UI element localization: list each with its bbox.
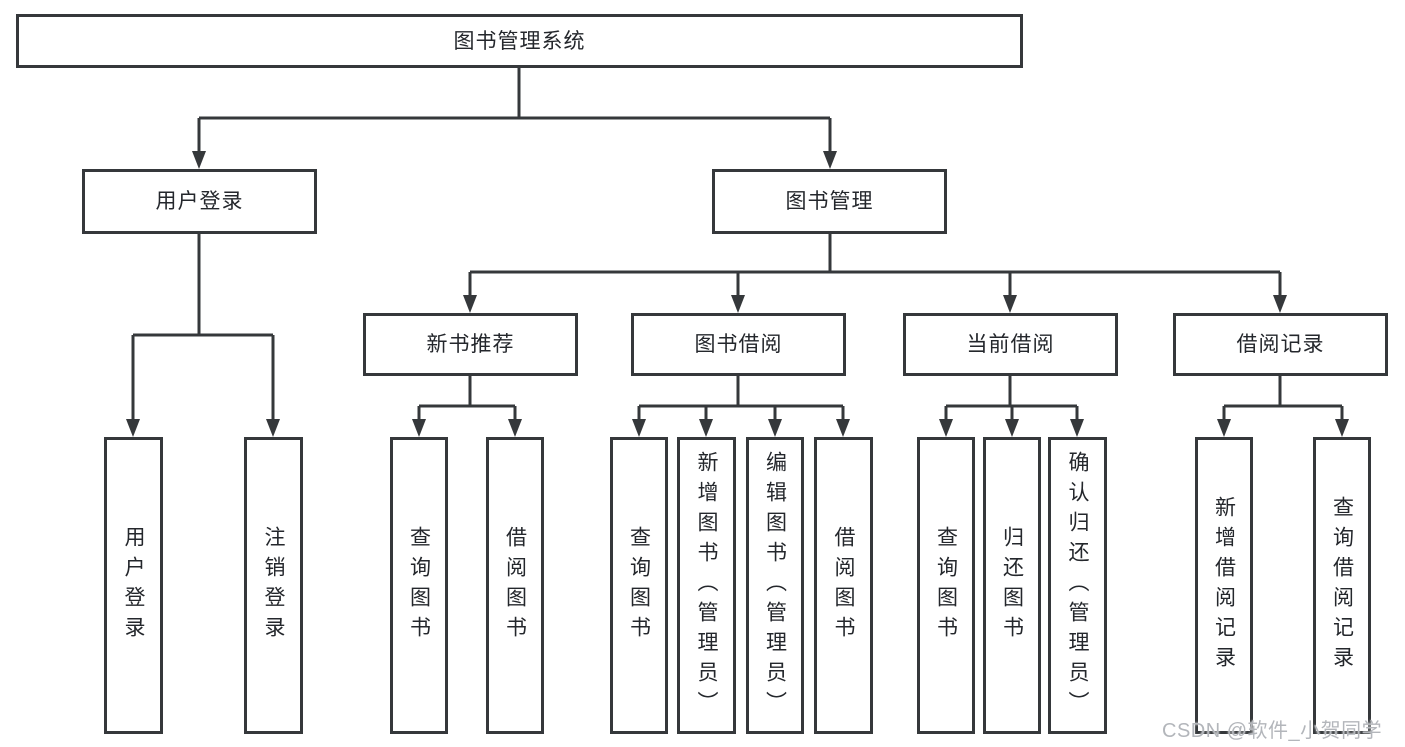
leaf-edit-book-admin: 编辑图书（管理员） [746,437,804,734]
leaf-return-books: 归还图书 [983,437,1041,734]
leaf-user-login: 用户登录 [104,437,163,734]
connector-book-borrowing-to-children [632,376,850,437]
connector-borrowing-records-to-children [1217,376,1349,437]
leaf-logout: 注销登录 [244,437,303,734]
node-book-borrowing: 图书借阅 [631,313,846,376]
connector-root-to-level2 [192,68,837,169]
connector-current-borrowing-to-children [939,376,1084,437]
connector-book-management-to-level3 [463,234,1287,313]
leaf-add-book-admin: 新增图书（管理员） [677,437,736,734]
node-book-management: 图书管理 [712,169,947,234]
connector-new-book-recommendation-to-children [412,376,522,437]
node-user-login: 用户登录 [82,169,317,234]
leaf-add-borrow-record: 新增借阅记录 [1195,437,1253,734]
node-new-book-recommendation: 新书推荐 [363,313,578,376]
leaf-query-books-borrowing: 查询图书 [610,437,668,734]
leaf-borrow-books-recommend: 借阅图书 [486,437,544,734]
csdn-watermark: CSDN @软件_小贺同学 [1162,720,1383,742]
leaf-confirm-return-admin: 确认归还（管理员） [1048,437,1107,734]
node-library-management-system: 图书管理系统 [16,14,1023,68]
node-borrowing-records: 借阅记录 [1173,313,1388,376]
connector-user-login-to-children [126,234,280,437]
leaf-query-books-current: 查询图书 [917,437,975,734]
leaf-query-books-recommend: 查询图书 [390,437,448,734]
node-current-borrowing: 当前借阅 [903,313,1118,376]
leaf-borrow-books-borrowing: 借阅图书 [814,437,873,734]
leaf-query-borrow-record: 查询借阅记录 [1313,437,1371,734]
